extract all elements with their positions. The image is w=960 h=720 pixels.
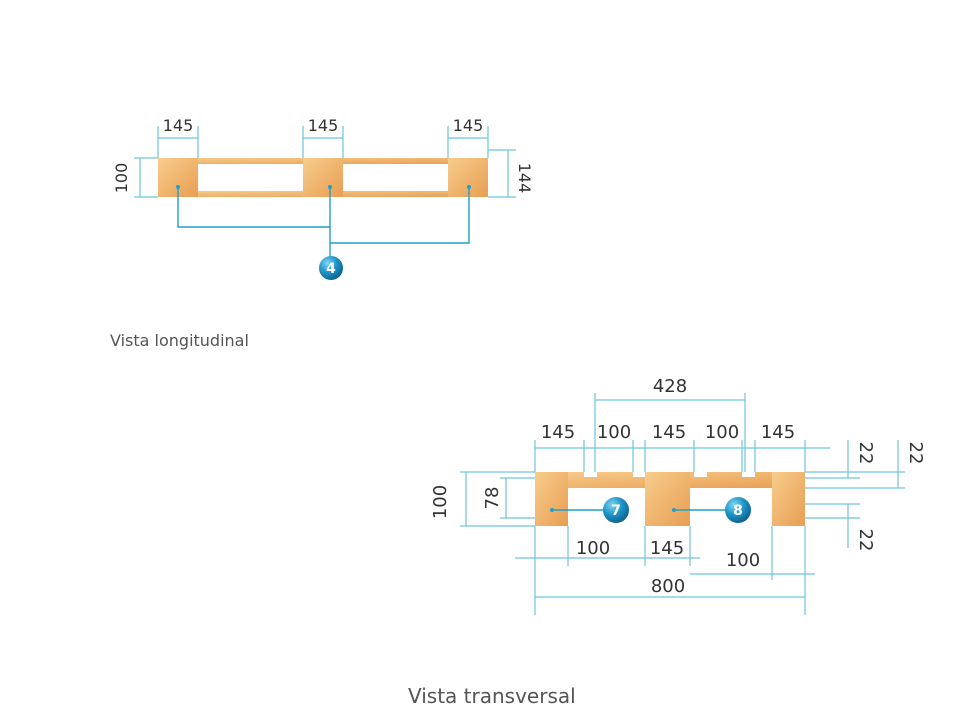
longitudinal-top-dimensions: 145 145 145 (157, 116, 489, 158)
dim-22-a: 22 (855, 442, 876, 465)
longitudinal-pallet (158, 158, 488, 197)
dim-144-height: 144 (515, 163, 534, 194)
dim-800-total: 800 (651, 576, 685, 597)
transversal-dim-428: 428 (594, 376, 746, 472)
transversal-left-dimensions: 100 78 (430, 471, 535, 527)
callout-badge-8: 8 (725, 497, 751, 523)
transversal-view: 428 145 100 145 100 145 100 (408, 376, 926, 708)
dim-78-side: 78 (482, 487, 503, 510)
caption-longitudinal: Vista longitudinal (110, 331, 249, 350)
dim-100-height: 100 (112, 163, 131, 194)
transversal-right-dimensions: 22 22 22 (805, 440, 926, 551)
callout-7-lines (550, 508, 603, 512)
longitudinal-view: 145 145 145 100 144 4 (110, 116, 534, 350)
dim-100-bottom-b: 100 (726, 550, 760, 571)
transversal-pallet (535, 471, 805, 526)
dim-22-c: 22 (855, 529, 876, 552)
callout-4-lines (176, 185, 471, 258)
svg-text:4: 4 (326, 261, 336, 277)
dim-145-right: 145 (453, 116, 484, 135)
callout-8-lines (672, 508, 725, 512)
dim-145-t1: 145 (541, 422, 575, 443)
dim-145-left: 145 (163, 116, 194, 135)
dim-22-b: 22 (905, 442, 926, 465)
dim-145-bottom: 145 (650, 538, 684, 559)
t-block-right (772, 472, 805, 526)
t-block-middle (645, 472, 690, 526)
dim-145-middle: 145 (308, 116, 339, 135)
svg-text:8: 8 (733, 503, 743, 519)
block-middle (303, 158, 343, 197)
dim-100-t4: 100 (705, 422, 739, 443)
dim-145-t3: 145 (652, 422, 686, 443)
dim-100-bottom-a: 100 (576, 538, 610, 559)
callout-badge-7: 7 (603, 497, 629, 523)
svg-text:7: 7 (611, 503, 621, 519)
transversal-bottom-dimensions: 100 145 100 800 (515, 526, 815, 615)
transversal-top-dimensions: 145 100 145 100 145 (534, 422, 830, 472)
dim-145-t5: 145 (761, 422, 795, 443)
t-block-left (535, 472, 568, 526)
longitudinal-right-dimension: 144 (488, 149, 534, 198)
dim-100-side: 100 (430, 485, 451, 519)
block-right (448, 158, 488, 197)
dim-428: 428 (653, 376, 687, 397)
caption-transversal: Vista transversal (408, 684, 576, 708)
longitudinal-left-dimension: 100 (112, 157, 158, 198)
callout-badge-4: 4 (319, 256, 343, 280)
dim-100-t2: 100 (597, 422, 631, 443)
